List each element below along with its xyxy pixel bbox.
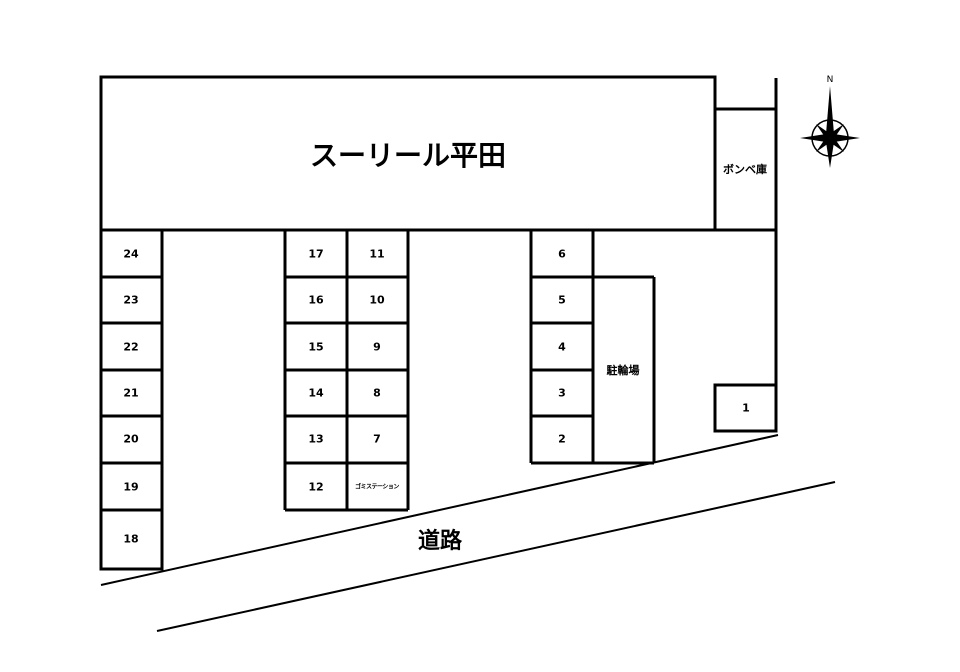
parking-space-10: 10 bbox=[369, 293, 385, 307]
compass-north-label: N bbox=[826, 75, 834, 85]
road-edge-north bbox=[100, 434, 779, 586]
parking-space-4: 4 bbox=[558, 340, 566, 354]
parking-space-13: 13 bbox=[308, 432, 324, 446]
parking-space-6: 6 bbox=[558, 247, 566, 261]
parking-space-21: 21 bbox=[123, 386, 139, 400]
parking-space-9: 9 bbox=[373, 340, 381, 354]
building-name: スーリール平田 bbox=[309, 139, 507, 172]
parking-space-8: 8 bbox=[373, 386, 381, 400]
compass-icon bbox=[800, 86, 860, 168]
road-edge-south bbox=[156, 481, 836, 632]
parking-column-right bbox=[529, 230, 656, 465]
parking-space-1-outline bbox=[713, 383, 778, 433]
parking-space-22: 22 bbox=[123, 340, 139, 354]
parking-space-16: 16 bbox=[308, 293, 324, 307]
parking-space-17: 17 bbox=[308, 247, 324, 261]
parking-column-left bbox=[99, 228, 164, 571]
parking-space-11: 11 bbox=[369, 247, 385, 261]
parking-space-19: 19 bbox=[123, 480, 139, 494]
garbage-station-label: ゴミステーション bbox=[355, 483, 399, 491]
parking-space-3: 3 bbox=[558, 386, 566, 400]
road-label: 道路 bbox=[417, 529, 463, 554]
parking-space-7: 7 bbox=[373, 432, 381, 446]
parking-space-12: 12 bbox=[308, 480, 324, 494]
parking-space-5: 5 bbox=[558, 293, 566, 307]
parking-space-2: 2 bbox=[558, 432, 566, 446]
bicycle-parking-label: 駐輪場 bbox=[606, 364, 640, 377]
gas-storage-label: ボンベ庫 bbox=[723, 163, 767, 176]
parking-column-middle bbox=[283, 230, 410, 512]
parking-space-24: 24 bbox=[123, 247, 139, 261]
parking-space-18: 18 bbox=[123, 532, 139, 546]
parking-space-14: 14 bbox=[308, 386, 324, 400]
parking-space-1: 1 bbox=[742, 401, 750, 415]
parking-space-20: 20 bbox=[123, 432, 139, 446]
parking-space-23: 23 bbox=[123, 293, 139, 307]
parking-space-15: 15 bbox=[308, 340, 324, 354]
